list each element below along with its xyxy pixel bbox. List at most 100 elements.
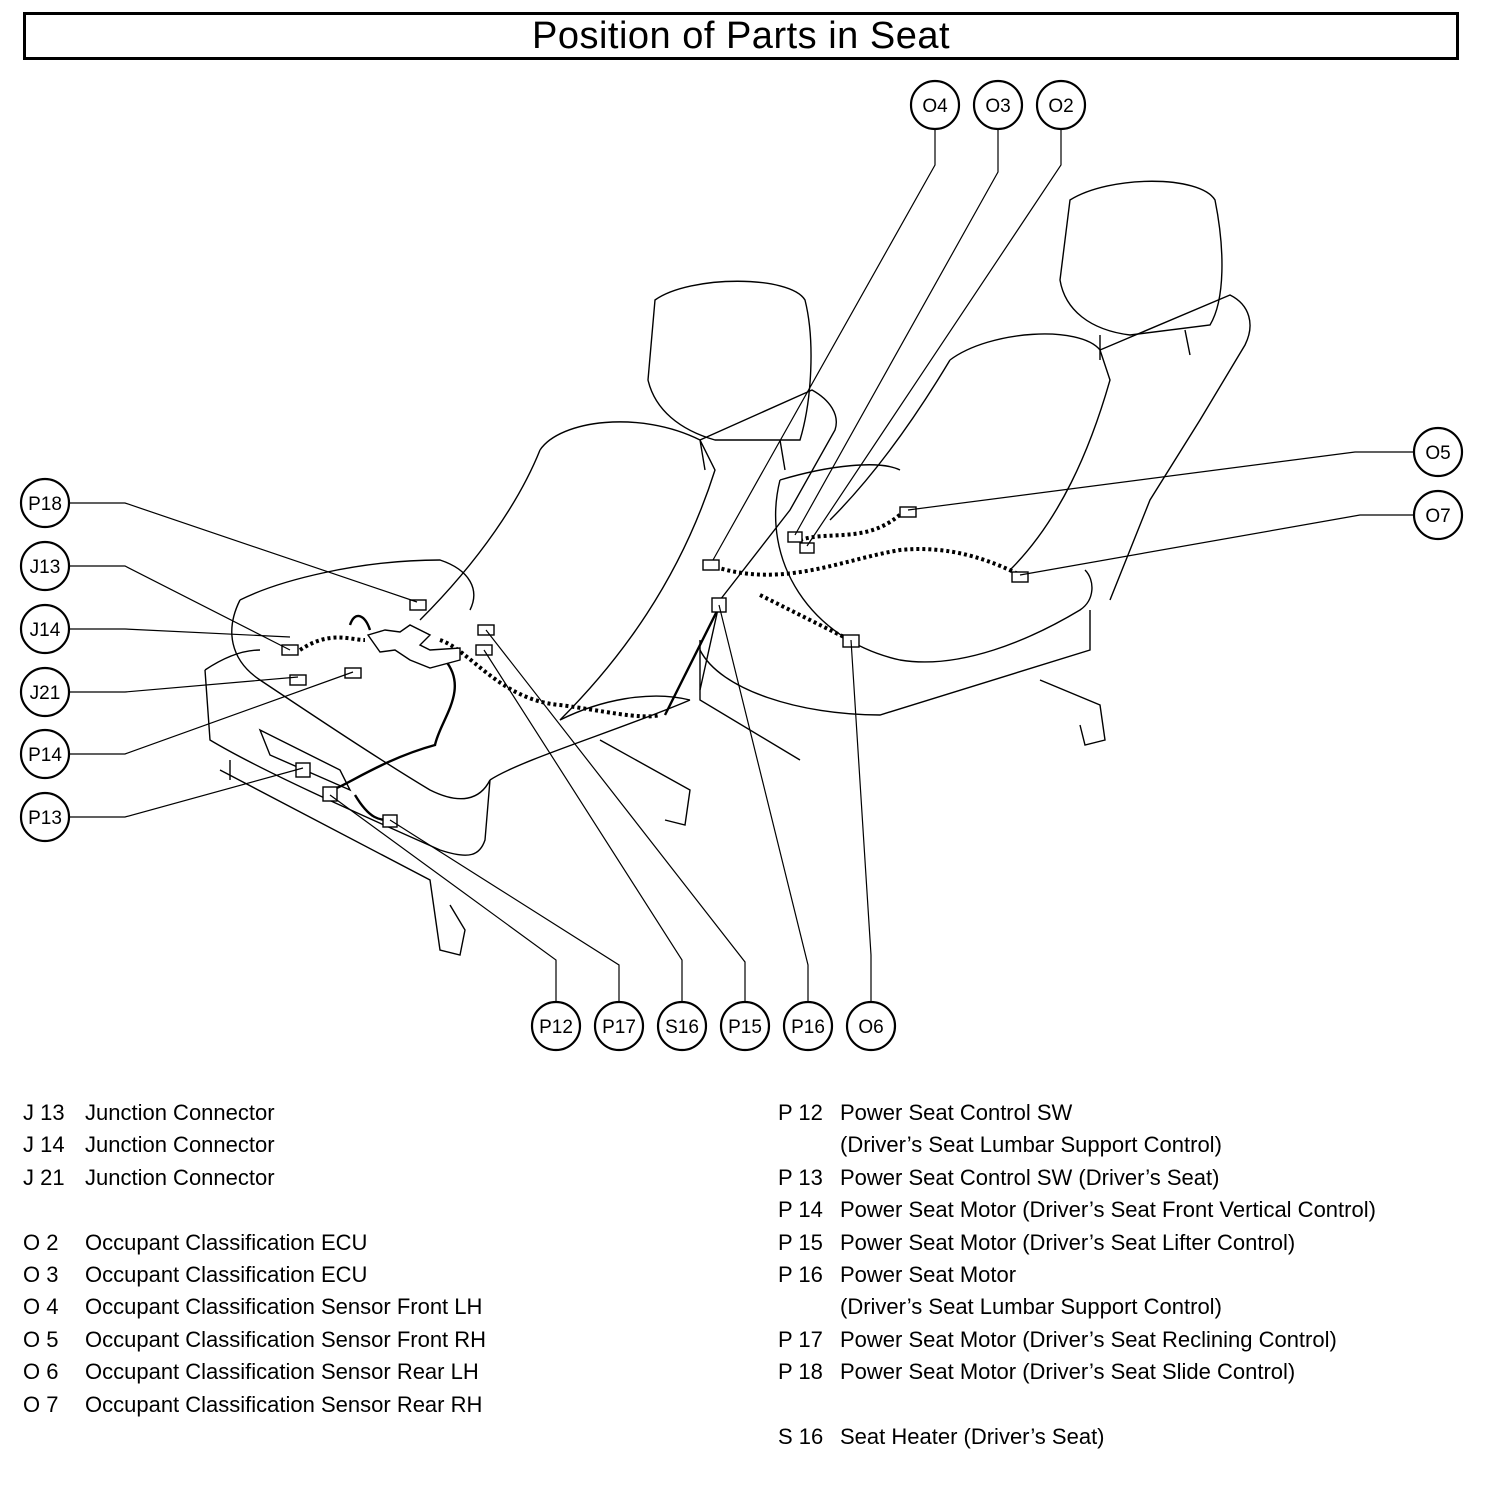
legend-desc: Power Seat Motor [840, 1261, 1017, 1287]
legend-code: O 2 [23, 1229, 59, 1255]
legend-row: P 15 Power Seat Motor (Driver’s Seat Lift… [778, 1227, 1478, 1259]
legend-desc: Occupant Classification ECU [85, 1261, 368, 1287]
legend-code: J 14 [23, 1132, 65, 1158]
svg-text:J21: J21 [30, 683, 61, 704]
page-title: Position of Parts in Seat [531, 15, 951, 57]
connector-J21 [289, 674, 307, 686]
svg-text:O5: O5 [1425, 443, 1450, 464]
connector-O7 [1011, 571, 1029, 583]
legend-desc: Seat Heater (Driver’s Seat) [840, 1423, 1105, 1449]
callout-P17: P17 [593, 1000, 645, 1052]
legend-desc: Power Seat Control SW (Driver’s Seat) [840, 1164, 1220, 1190]
legend-desc: Occupant Classification Sensor Rear LH [85, 1359, 479, 1385]
legend-code: O 4 [23, 1294, 59, 1320]
legend-right: P 12 Power Seat Control SW (Driver’s Seat… [778, 1097, 1478, 1453]
legend-row: O 2 Occupant Classification ECU [23, 1227, 743, 1259]
legend-code [778, 1291, 840, 1323]
legend-desc: Occupant Classification Sensor Rear RH [85, 1391, 483, 1417]
legend-row: O 4 Occupant Classification Sensor Front … [23, 1291, 743, 1323]
legend-row: O 3 Occupant Classification ECU [23, 1259, 743, 1291]
callout-P15: P15 [719, 1000, 771, 1052]
legend-row: J 21 Junction Connector [23, 1162, 743, 1194]
connectors [281, 506, 1029, 828]
legend-code: P 16 [778, 1261, 823, 1287]
callout-P12: P12 [530, 1000, 582, 1052]
callout-P14: P14 [19, 728, 71, 780]
legend-spacer [23, 1194, 743, 1226]
svg-text:P12: P12 [539, 1017, 573, 1038]
svg-text:J13: J13 [30, 557, 61, 578]
legend-code: J 21 [23, 1164, 65, 1190]
legend-row: O 6 Occupant Classification Sensor Rear L… [23, 1356, 743, 1388]
connector-P13 [295, 762, 311, 778]
svg-text:O2: O2 [1048, 96, 1073, 117]
connector-P17 [382, 814, 398, 828]
legend-code [778, 1129, 840, 1161]
legend-left: J 13 Junction Connector J 14 Junction Conn… [23, 1097, 743, 1421]
connector-O3 [787, 531, 803, 543]
legend-desc: Occupant Classification Sensor Front RH [85, 1326, 487, 1352]
connector-P18 [409, 599, 427, 611]
legend-code: O 7 [23, 1391, 59, 1417]
svg-text:O6: O6 [858, 1017, 883, 1038]
seat-diagram: O4 O3 O2 O5 O7 P18 J13 J14 J21 P14 P13 P… [19, 79, 1464, 1052]
connector-O5 [899, 506, 917, 518]
legend-desc: Power Seat Motor (Driver’s Seat Lifter C… [840, 1229, 1296, 1255]
legend-row: P 16 Power Seat Motor [778, 1259, 1478, 1291]
legend-row: P 12 Power Seat Control SW [778, 1097, 1478, 1129]
callout-O4: O4 [909, 79, 961, 131]
wire-solid [329, 604, 722, 822]
legend-code: P 14 [778, 1197, 823, 1223]
callout-O3: O3 [972, 79, 1024, 131]
callout-S16: S16 [656, 1000, 708, 1052]
legend-desc: Occupant Classification ECU [85, 1229, 368, 1255]
legend-row: (Driver’s Seat Lumbar Support Control) [778, 1291, 1478, 1323]
seat-outline [204, 180, 1251, 956]
callout-J21: J21 [19, 666, 71, 718]
legend-row: O 5 Occupant Classification Sensor Front … [23, 1324, 743, 1356]
svg-text:P16: P16 [791, 1017, 825, 1038]
svg-text:P15: P15 [728, 1017, 762, 1038]
svg-text:O3: O3 [985, 96, 1010, 117]
legend-row: (Driver’s Seat Lumbar Support Control) [778, 1129, 1478, 1161]
legend-desc: (Driver’s Seat Lumbar Support Control) [840, 1294, 1222, 1320]
legend-code: O 6 [23, 1359, 59, 1385]
legend-row: S 16 Seat Heater (Driver’s Seat) [778, 1421, 1478, 1453]
callout-O2: O2 [1035, 79, 1087, 131]
title-box: Position of Parts in Seat [23, 12, 1459, 60]
callout-P13: P13 [19, 791, 71, 843]
connector-junction-block [366, 624, 461, 669]
legend-desc: Junction Connector [85, 1164, 275, 1190]
legend-code: J 13 [23, 1100, 65, 1125]
legend-code: P 15 [778, 1229, 823, 1255]
callout-O6: O6 [845, 1000, 897, 1052]
svg-text:P18: P18 [28, 494, 62, 515]
wire-harness [298, 508, 1021, 719]
connector-O2 [799, 542, 815, 554]
callouts: O4 O3 O2 O5 O7 P18 J13 J14 J21 P14 P13 P… [19, 79, 1464, 1052]
callout-P18: P18 [19, 477, 71, 529]
legend-desc: Junction Connector [85, 1132, 275, 1158]
legend-code: P 17 [778, 1326, 823, 1352]
legend-desc: Power Seat Motor (Driver’s Seat Slide Co… [840, 1359, 1296, 1385]
callout-O7: O7 [1412, 489, 1464, 541]
legend-row: J 14 Junction Connector [23, 1129, 743, 1161]
legend-row: J 13 Junction Connector [23, 1097, 743, 1129]
legend-desc: Junction Connector [85, 1100, 275, 1125]
legend-desc: (Driver’s Seat Lumbar Support Control) [840, 1132, 1222, 1158]
legend-code: S 16 [778, 1423, 824, 1449]
legend-code: O 5 [23, 1326, 59, 1352]
callout-J14: J14 [19, 603, 71, 655]
connector-P14 [344, 667, 362, 679]
legend-spacer [778, 1389, 1478, 1421]
legend-code: P 12 [778, 1100, 823, 1125]
legend-desc: Power Seat Control SW [840, 1100, 1073, 1125]
callout-J13: J13 [19, 540, 71, 592]
legend-code: O 3 [23, 1261, 59, 1287]
legend-desc: Power Seat Motor (Driver’s Seat Reclinin… [840, 1326, 1337, 1352]
callout-O5: O5 [1412, 426, 1464, 478]
legend-desc: Occupant Classification Sensor Front LH [85, 1294, 483, 1320]
